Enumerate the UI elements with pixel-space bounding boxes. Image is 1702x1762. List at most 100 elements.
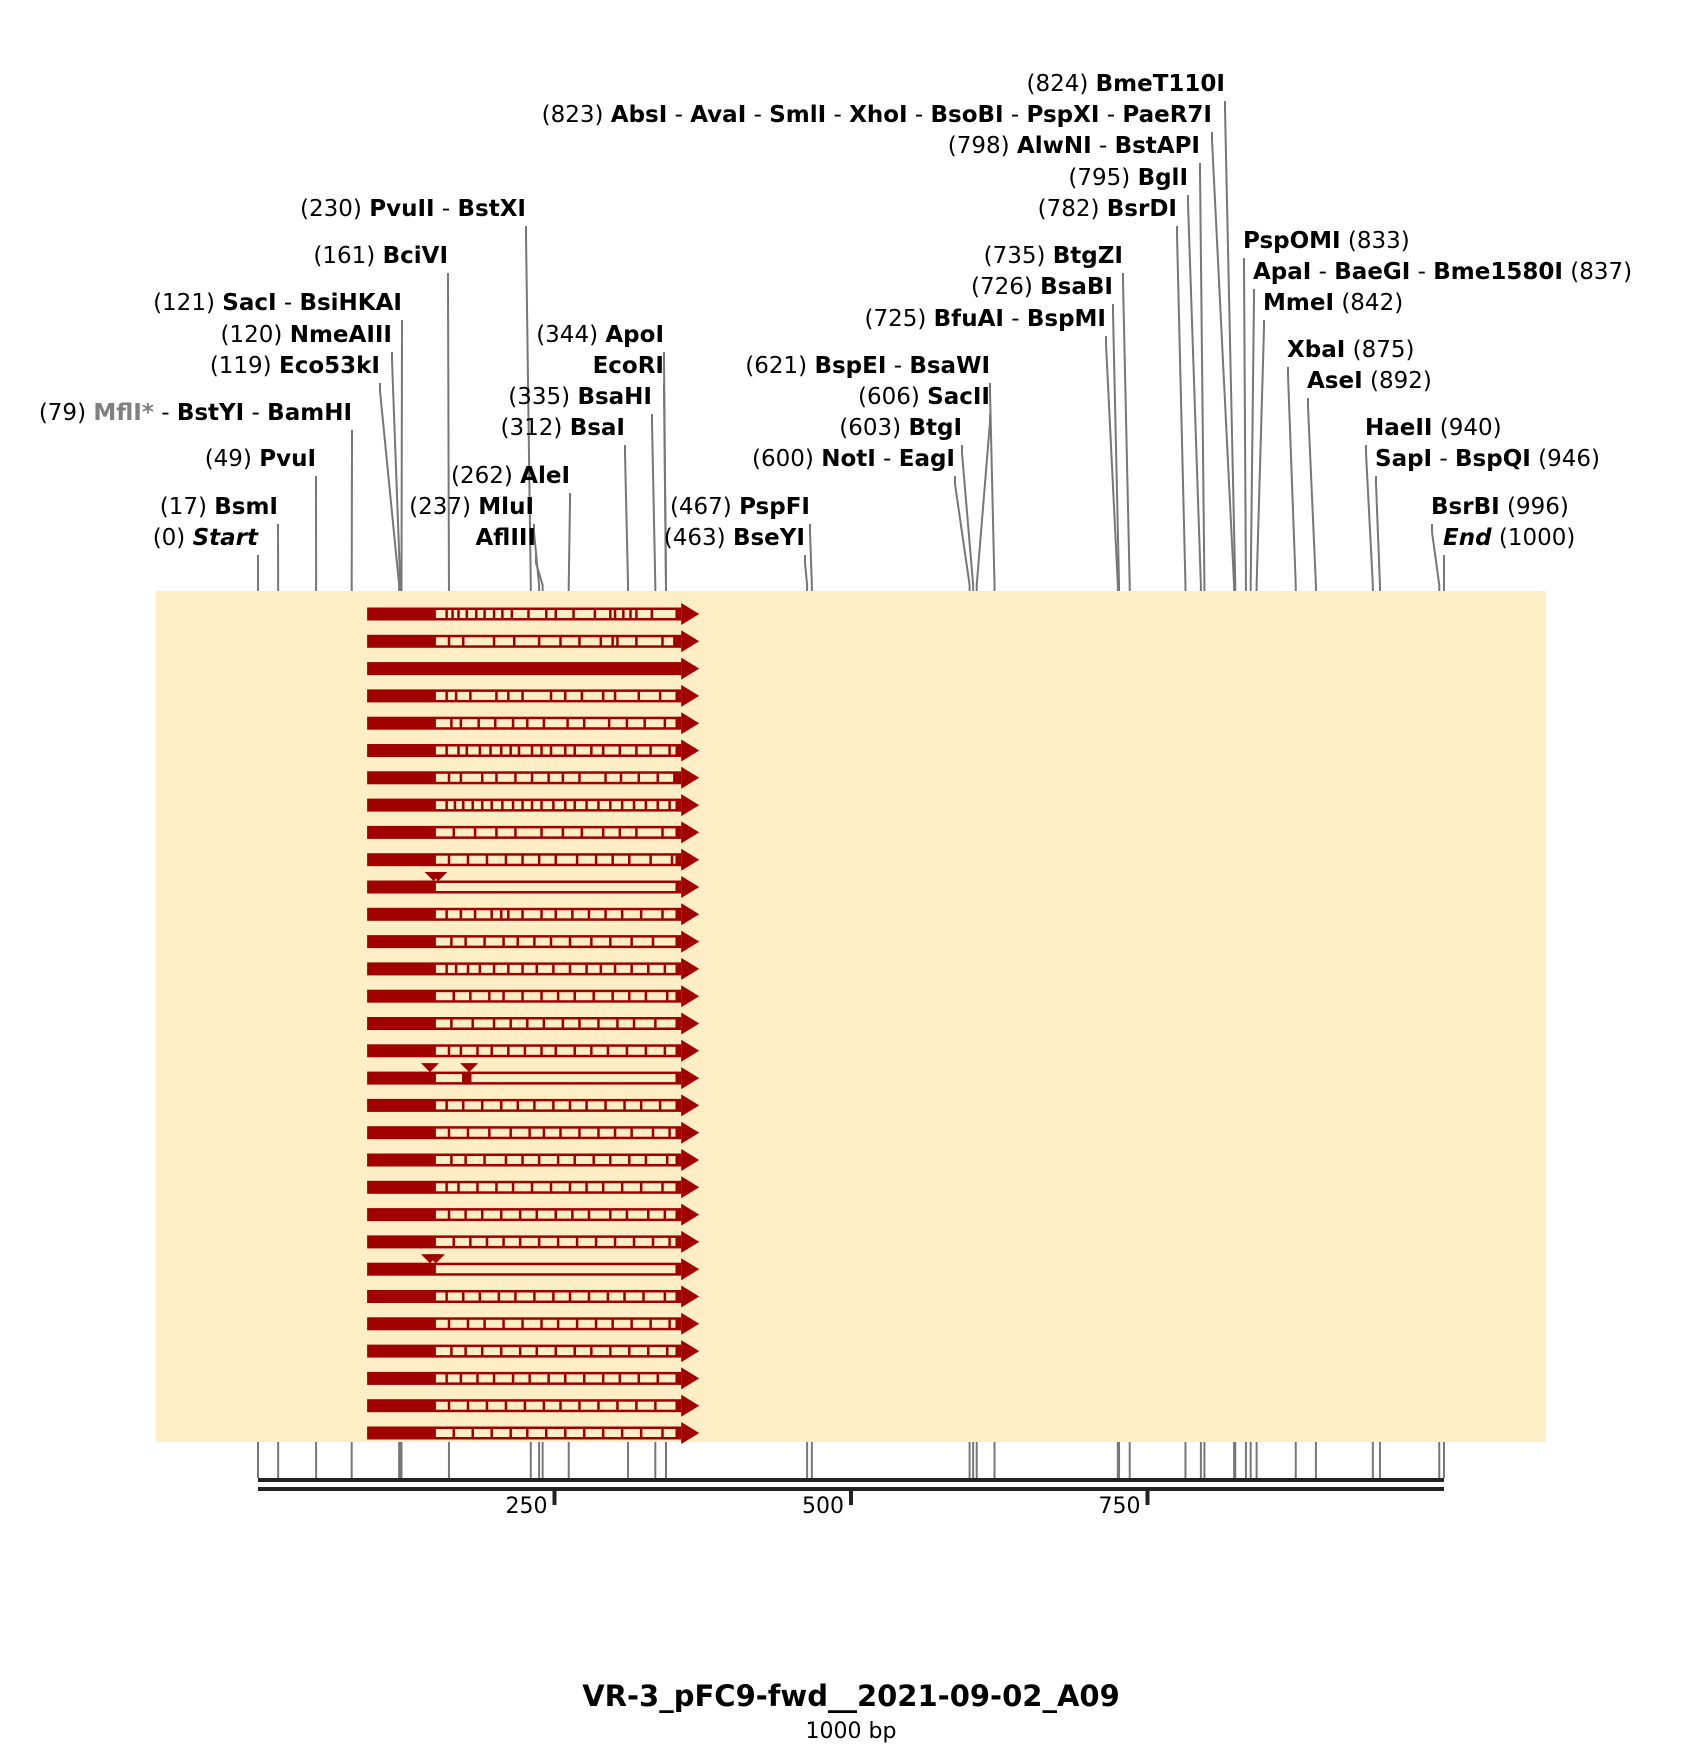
read-mismatch [616,636,619,647]
read-mismatch [447,636,451,647]
site-label: (467) PspFI [670,494,810,520]
site-label: PspOMI (833) [1243,228,1410,254]
read-mismatch [647,963,650,974]
read-alignment [367,1367,700,1390]
read-mismatch [663,1209,667,1220]
read-mismatch [668,1127,671,1138]
map-title: VR-3_pFC9-fwd__2021-09-02_A09 [582,1679,1120,1713]
read-mismatch [459,772,463,783]
site-leader-line [1287,367,1297,591]
read-mismatch [613,1236,617,1247]
read-mismatch [492,1373,496,1384]
read-arrowhead [681,903,700,926]
read-mismatch [552,1100,555,1111]
read-mismatch [635,1400,638,1411]
site-label: (795) BglI [1068,165,1188,191]
read-mismatch [578,1400,581,1411]
read-mismatch [628,854,631,865]
read-mismatch [492,609,496,619]
read-mismatch [457,1182,460,1193]
read-mismatch [632,800,636,811]
read-mismatch [445,745,448,756]
read-mismatch [568,1100,572,1111]
read-alignment [367,1422,700,1444]
read-arrowhead [681,821,700,844]
read-mismatch [537,636,541,647]
site-leader-line [1224,101,1237,591]
site-leader-line [1199,163,1206,591]
read-mismatch [461,800,465,811]
read-mismatch [535,963,539,974]
read-mismatch [511,800,515,811]
read-mismatch [490,909,493,920]
read-mismatch [495,1182,498,1193]
read-mismatch [502,936,505,947]
site-leader-line [975,414,991,591]
read-mismatch [450,718,453,729]
read-alignment [367,848,700,871]
read-mismatch [518,1209,522,1220]
axis-line-top [258,1478,1444,1482]
read-alignment [367,1039,700,1062]
read-mismatch [573,1346,576,1357]
read-mismatch [554,1209,557,1220]
read-alignment [367,794,700,817]
read-arrowhead [681,1394,700,1417]
read-mismatch [677,690,681,701]
read-mismatch [590,1045,593,1056]
read-mismatch [573,1045,576,1056]
read-mismatch [623,1100,626,1111]
read-mismatch [492,963,496,974]
read-inner [435,1429,676,1437]
site-label: (161) BciVI [313,243,448,269]
read-mismatch [639,1428,643,1438]
read-mismatch [661,909,664,920]
read-mismatch [530,1182,534,1193]
site-label: AflIII [475,525,536,551]
read-mismatch [592,991,595,1002]
read-mismatch [668,1318,671,1329]
read-mismatch [563,800,567,811]
read-mismatch [521,800,524,811]
read-mismatch [537,854,541,865]
read-mismatch [654,1400,657,1411]
read-mismatch [604,1100,607,1111]
read-mismatch [542,1018,546,1029]
read-mismatch [630,1318,633,1329]
read-mismatch [473,827,477,838]
read-mismatch [609,800,612,811]
site-leader-line [1307,398,1317,591]
read-mismatch [542,1127,546,1138]
read-mismatch [620,1428,624,1438]
read-mismatch [594,854,598,865]
read-mismatch [559,1400,562,1411]
read-mismatch [483,936,486,947]
site-leader-line [1112,304,1121,591]
site-leader-line [525,226,532,591]
read-arrowhead [681,794,700,817]
read-mismatch [637,772,641,783]
read-mismatch [459,718,463,729]
read-mismatch [452,1428,456,1438]
read-mismatch [485,854,489,865]
read-inner [435,883,676,891]
read-mismatch [466,1127,470,1138]
read-mismatch [471,1018,474,1029]
read-mismatch [507,909,510,920]
read-mismatch [611,991,614,1002]
read-mismatch [466,854,470,865]
read-mismatch [556,1155,560,1165]
site-label: (0) Start [153,525,259,551]
read-mismatch [675,1100,678,1111]
read-mismatch [507,690,510,701]
read-inner [435,1265,676,1274]
read-mismatch [511,718,515,729]
site-label: (121) SacI - BsiHKAI [153,290,402,316]
read-arrowhead [681,1203,700,1226]
read-mismatch [582,1373,586,1384]
read-mismatch [478,1291,482,1302]
read-mismatch [511,1182,515,1193]
read-mismatch [611,854,614,865]
read-mismatch [620,909,624,920]
read-mismatch [488,991,491,1002]
